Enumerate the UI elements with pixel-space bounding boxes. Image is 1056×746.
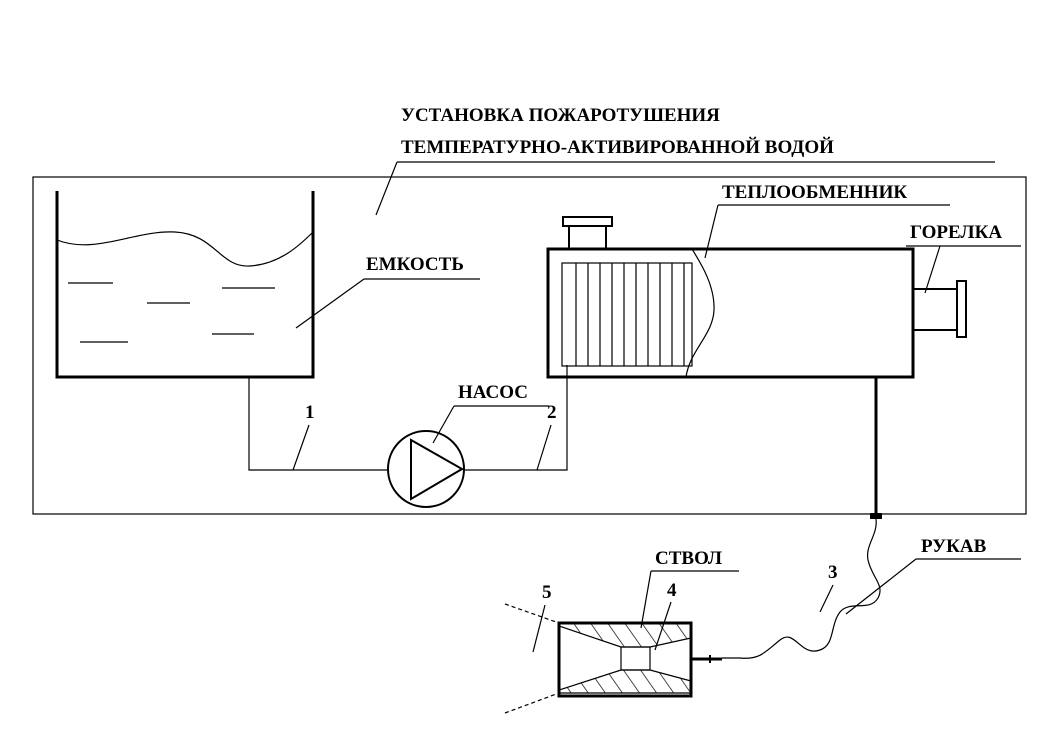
nozzle-leader xyxy=(640,570,652,629)
hose xyxy=(722,518,881,659)
title-leader xyxy=(375,161,398,216)
spray-line-top xyxy=(504,603,560,624)
tank-leader xyxy=(295,278,365,329)
burner xyxy=(913,280,967,338)
pipe-2 xyxy=(464,365,568,471)
pump-label: НАСОС xyxy=(458,382,528,403)
hose-leader xyxy=(845,558,917,615)
leader-3 xyxy=(819,584,834,613)
heat-exchanger-leader xyxy=(704,204,719,259)
tank-label: ЕМКОСТЬ xyxy=(366,254,464,275)
burner-label: ГОРЕЛКА xyxy=(910,222,1002,243)
title-line-2: ТЕМПЕРАТУРНО-АКТИВИРОВАННОЙ ВОДОЙ xyxy=(401,136,834,158)
hose-label: РУКАВ xyxy=(921,536,987,557)
leader-4 xyxy=(654,601,672,651)
label-1: 1 xyxy=(305,402,315,423)
hose-coupling xyxy=(870,513,882,519)
nozzle-label: СТВОЛ xyxy=(655,548,722,569)
pump-leader xyxy=(432,405,455,444)
label-2: 2 xyxy=(547,402,557,423)
nozzle xyxy=(557,621,722,698)
pipe-1 xyxy=(248,377,387,471)
spray-line-bottom xyxy=(504,692,560,714)
heat-exchanger-label: ТЕПЛООБМЕННИК xyxy=(722,182,907,203)
label-4: 4 xyxy=(667,580,677,601)
label-5: 5 xyxy=(542,582,552,603)
installation-frame xyxy=(32,176,1027,515)
leader-1 xyxy=(292,424,310,471)
tank xyxy=(55,191,315,379)
title-line-1: УСТАНОВКА ПОЖАРОТУШЕНИЯ xyxy=(401,105,720,126)
burner-leader xyxy=(924,245,941,294)
pump xyxy=(387,430,465,508)
leader-2 xyxy=(536,424,552,471)
label-3: 3 xyxy=(828,562,838,583)
leader-5 xyxy=(532,604,546,653)
heat-exchanger xyxy=(546,216,915,379)
